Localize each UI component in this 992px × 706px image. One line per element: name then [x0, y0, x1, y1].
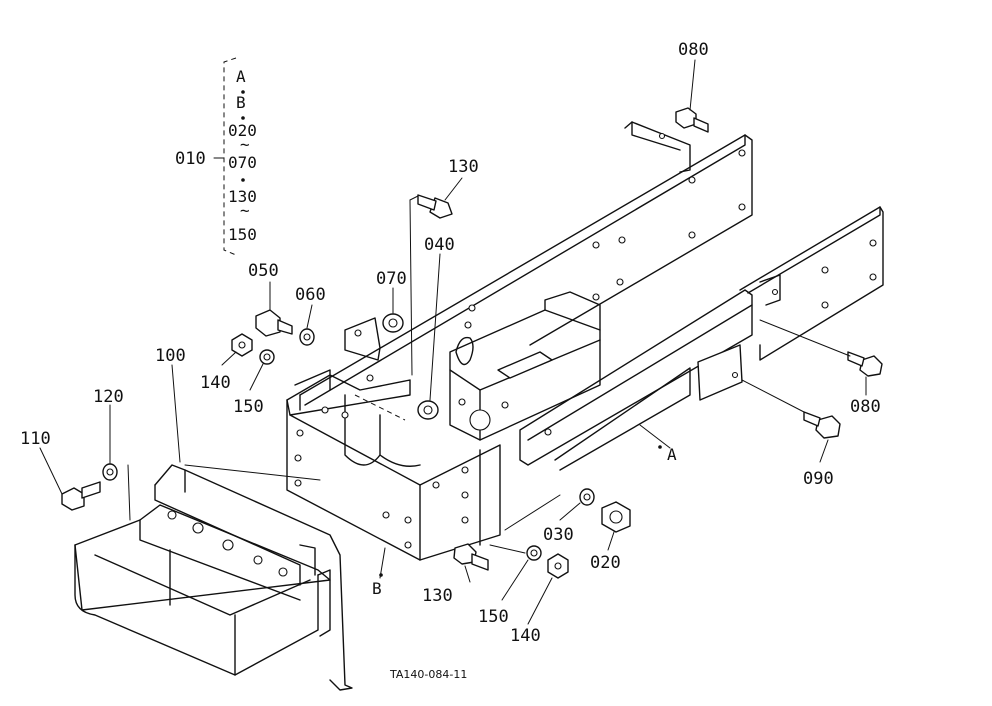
- bolt-090: [803, 411, 841, 439]
- callout-070: 070: [376, 269, 407, 289]
- washer-150-left: [259, 349, 275, 365]
- view-ref-b: B: [372, 579, 382, 598]
- callout-110: 110: [20, 429, 51, 449]
- nut-140-left: [231, 333, 253, 357]
- callout-020: 020: [590, 553, 621, 573]
- bracket-dot: [241, 116, 245, 120]
- callout-140-bottom: 140: [510, 626, 541, 646]
- callout-090: 090: [803, 469, 834, 489]
- bolt-080-top: [675, 107, 709, 133]
- callout-150-left: 150: [233, 397, 264, 417]
- bracket-item-150: 150: [228, 225, 257, 244]
- washer-030: [579, 488, 595, 506]
- view-ref-a: A: [667, 445, 677, 464]
- bracket-item-a: A: [236, 67, 246, 86]
- washer-150-bottom: [526, 545, 542, 561]
- bolt-130-bottom: [453, 543, 489, 571]
- bracket-tilde: ~: [240, 135, 250, 154]
- callout-040: 040: [424, 235, 455, 255]
- callout-010: 010: [175, 149, 206, 169]
- bracket-dot: [241, 178, 245, 182]
- bolt-110: [61, 481, 101, 511]
- bracket-dot: [241, 90, 245, 94]
- callout-140-left: 140: [200, 373, 231, 393]
- callout-060: 060: [295, 285, 326, 305]
- bracket-item-130: 130: [228, 187, 257, 206]
- callout-150-bottom: 150: [478, 607, 509, 627]
- view-ref-dot: [379, 573, 383, 577]
- leader-lines: [39, 59, 867, 625]
- collar-070: [382, 313, 404, 333]
- callout-130-bottom: 130: [422, 586, 453, 606]
- callout-050: 050: [248, 261, 279, 281]
- bolt-020: [601, 501, 631, 533]
- bolt-080-right: [847, 351, 883, 377]
- bolt-130-top: [417, 194, 453, 219]
- washer-120: [102, 463, 118, 481]
- bracket-item-b: B: [236, 93, 246, 112]
- callout-100: 100: [155, 346, 186, 366]
- callout-labels: 010 080 130 040 050 070 060 100 140 150 …: [20, 40, 881, 681]
- step-plate: [74, 464, 353, 691]
- callout-030: 030: [543, 525, 574, 545]
- drawing-number: TA140-084-11: [389, 668, 467, 681]
- bracket-tilde: ~: [240, 201, 250, 220]
- upper-frame-rail: [299, 121, 753, 411]
- center-cross-member: [449, 291, 601, 441]
- bracket-item-070: 070: [228, 153, 257, 172]
- bolt-050: [255, 309, 293, 337]
- side-bar-a: [519, 289, 753, 471]
- collar-040: [417, 400, 439, 420]
- group-bracket: A B 020 ~ 070 130 ~ 150: [213, 57, 257, 256]
- washer-060: [299, 328, 315, 346]
- view-ref-dot: [658, 445, 662, 449]
- callout-120: 120: [93, 387, 124, 407]
- callout-130-top: 130: [448, 157, 479, 177]
- callout-080-top: 080: [678, 40, 709, 60]
- callout-080-right: 080: [850, 397, 881, 417]
- lower-frame-rail: [739, 206, 884, 361]
- nut-140-bottom: [547, 553, 569, 579]
- bracket-item-020: 020: [228, 121, 257, 140]
